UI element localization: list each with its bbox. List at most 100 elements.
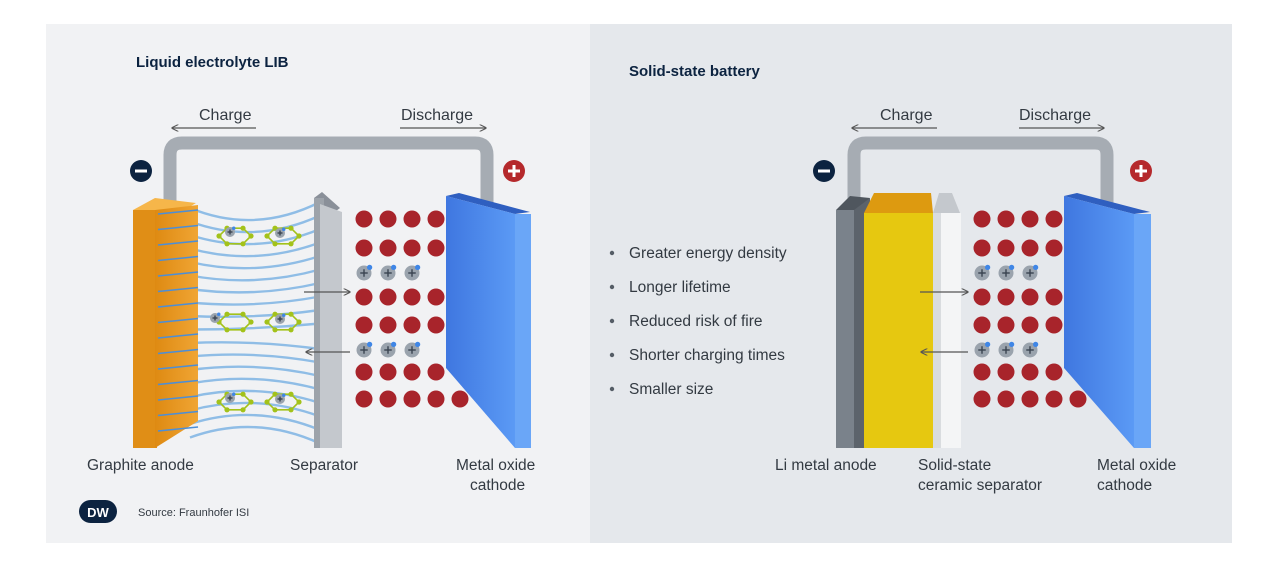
advantage-item: Longer lifetime — [629, 279, 731, 296]
carbon-atom — [288, 407, 294, 413]
minus-terminal-icon — [813, 160, 835, 182]
metal-oxide-atom — [427, 316, 445, 334]
carbon-atom — [296, 233, 302, 239]
carbon-atom — [288, 311, 294, 317]
ceramic-separator — [933, 193, 961, 448]
metal-oxide-atom — [403, 316, 421, 334]
minus-terminal-icon — [130, 160, 152, 182]
carbon-atom — [240, 327, 246, 333]
metal-oxide-atom — [1021, 363, 1039, 381]
carbon-atom — [248, 319, 254, 325]
metal-oxide-atom — [1021, 288, 1039, 306]
electrolyte-line — [189, 200, 321, 222]
left-charge-label: Charge — [199, 107, 252, 124]
anode-stripe — [157, 302, 199, 308]
advantage-item: Reduced risk of fire — [629, 313, 763, 330]
carbon-atom — [264, 233, 270, 239]
right-cathode-ions — [973, 210, 1087, 408]
left-cathode-label-line1: Metal oxide — [456, 457, 535, 474]
metal-oxide-atom — [1045, 316, 1063, 334]
electrolyte-line — [189, 295, 321, 306]
right-panel-title: Solid-state battery — [629, 63, 761, 80]
left-external-circuit — [163, 136, 494, 205]
electrolyte-line — [189, 254, 321, 270]
metal-oxide-atom — [997, 316, 1015, 334]
metal-oxide-atom — [973, 363, 991, 381]
metal-oxide-atom — [379, 316, 397, 334]
electrolyte-line — [189, 227, 321, 246]
metal-oxide-atom — [403, 239, 421, 257]
anode-stripe — [157, 224, 199, 231]
carbon-atom — [224, 407, 230, 413]
electrolyte-line — [189, 401, 321, 418]
carbon-atom — [264, 319, 270, 325]
metal-oxide-atom — [379, 363, 397, 381]
metal-oxide-atom — [997, 363, 1015, 381]
metal-oxide-atom — [379, 390, 397, 408]
left-panel-title: Liquid electrolyte LIB — [136, 54, 289, 71]
anode-stripe — [157, 286, 199, 293]
electrolyte-line — [189, 308, 321, 318]
electron-dot — [1033, 341, 1039, 347]
metal-oxide-atom — [1045, 390, 1063, 408]
solid-state-electrolyte — [864, 193, 933, 448]
metal-oxide-atom — [427, 390, 445, 408]
carbon-atom — [240, 225, 246, 231]
electrolyte-line — [189, 413, 321, 432]
metal-oxide-atom — [997, 210, 1015, 228]
metal-oxide-atom — [1045, 288, 1063, 306]
carbon-atom — [240, 407, 246, 413]
graphite-layers — [210, 225, 302, 413]
anode-stripe — [157, 255, 199, 262]
bullet-dot — [609, 318, 615, 324]
electron-dot — [1009, 264, 1015, 270]
electron-dot — [415, 341, 421, 347]
right-cathode-label-line2: cathode — [1097, 477, 1152, 494]
metal-oxide-atom — [1045, 363, 1063, 381]
carbon-atom — [272, 311, 278, 317]
metal-oxide-atom — [973, 210, 991, 228]
electrolyte-line — [189, 241, 321, 258]
metal-oxide-atom — [973, 239, 991, 257]
bullet-dot — [609, 352, 615, 358]
separator — [314, 192, 342, 448]
metal-oxide-atom — [355, 316, 373, 334]
graphite-anode-label: Graphite anode — [87, 457, 194, 474]
carbon-atom — [296, 399, 302, 405]
electron-dot — [415, 264, 421, 270]
ceramic-separator-label-line2: ceramic separator — [918, 477, 1042, 494]
anode-stripe — [157, 410, 199, 417]
metal-oxide-atom — [973, 316, 991, 334]
left-panel: Liquid electrolyte LIB Charge Discharge — [79, 54, 535, 523]
carbon-atom — [288, 225, 294, 231]
carbon-atom — [272, 327, 278, 333]
anode-stripe — [157, 271, 199, 277]
bullet-dot — [609, 386, 615, 392]
electron-dot — [282, 227, 286, 231]
right-discharge-label: Discharge — [1019, 107, 1091, 124]
electrolyte-line — [189, 268, 321, 282]
carbon-atom — [224, 327, 230, 333]
carbon-atom — [272, 407, 278, 413]
carbon-atom — [240, 241, 246, 247]
metal-oxide-atom — [403, 390, 421, 408]
metal-oxide-atom — [355, 363, 373, 381]
right-cathode-label-line1: Metal oxide — [1097, 457, 1176, 474]
left-cathode-label-line2: cathode — [470, 477, 525, 494]
electrolyte-line — [189, 365, 321, 378]
carbon-atom — [224, 311, 230, 317]
advantage-item: Greater energy density — [629, 245, 787, 262]
electrolyte-line — [189, 214, 321, 234]
metal-oxide-atom — [355, 390, 373, 408]
metal-oxide-atom — [355, 210, 373, 228]
liquid-electrolyte — [189, 200, 321, 445]
metal-oxide-cathode — [446, 193, 531, 448]
metal-oxide-atom — [427, 239, 445, 257]
anode-stripe — [157, 209, 199, 215]
carbon-atom — [272, 225, 278, 231]
carbon-atom — [248, 399, 254, 405]
metal-oxide-atom — [379, 239, 397, 257]
right-charge-label: Charge — [880, 107, 933, 124]
